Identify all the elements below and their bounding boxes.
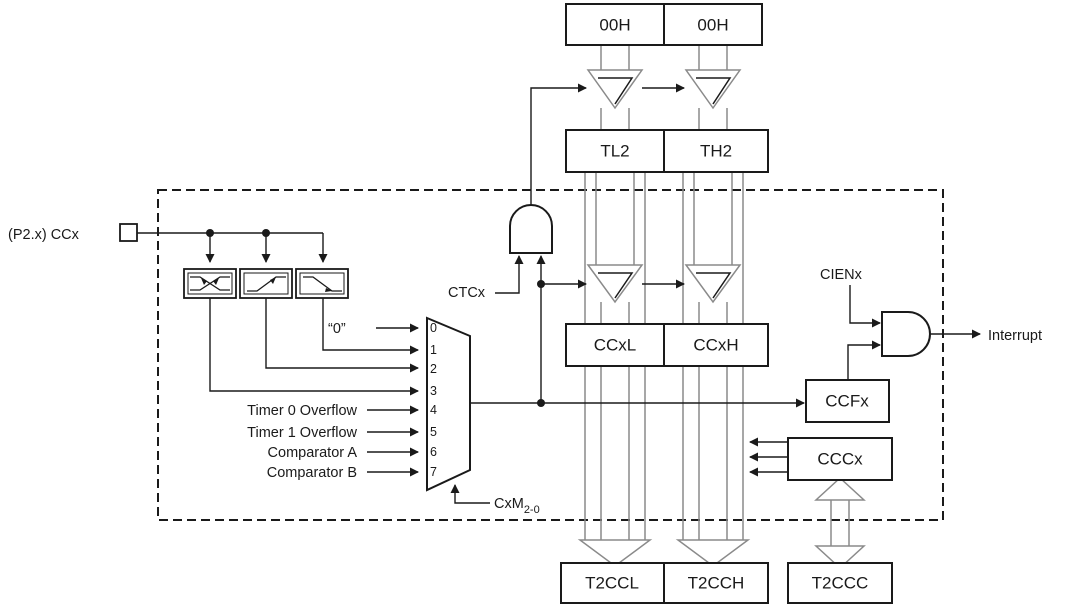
both-edge-icon [183, 268, 237, 299]
data-buses [584, 45, 850, 546]
register-th2-label: TH2 [700, 142, 732, 161]
mode-select-label: CxM2-0 [494, 496, 540, 516]
register-ccxl: CCxL [565, 323, 665, 367]
mode-select-base: CxM [494, 496, 524, 512]
mux-input-number: 2 [430, 362, 437, 376]
bus-arrowheads [577, 476, 866, 570]
cien-label: CIENx [820, 267, 863, 283]
ctc-label: CTCx [448, 285, 486, 301]
cccx-control-outputs [749, 437, 788, 477]
register-t2cch: T2CCH [663, 562, 769, 604]
register-t2ccc: T2CCC [787, 562, 893, 604]
cien-wire [849, 285, 881, 328]
register-tl2-label: TL2 [600, 142, 629, 161]
pin-label: (P2.x) CCx [8, 227, 80, 243]
register-t2ccl: T2CCL [560, 562, 665, 604]
multiplexer-icon [426, 316, 471, 492]
reload-buffers [586, 69, 742, 110]
mux-input-comparator-b-label: Comparator B [267, 465, 357, 481]
reload-enable-wires [530, 83, 685, 205]
detector-to-mux-wires [209, 298, 419, 477]
mux-input-number: 7 [430, 465, 437, 479]
and-gate-icon [509, 204, 553, 254]
register-t2ccl-label: T2CCL [585, 574, 639, 593]
mux-input-timer1-label: Timer 1 Overflow [247, 425, 357, 441]
mux-input-numbers: 0 1 2 3 4 5 6 7 [430, 321, 437, 479]
pin-fanout-wires [137, 229, 328, 263]
register-cccx-label: CCCx [817, 450, 863, 469]
register-ccxh-label: CCxH [693, 336, 738, 355]
pin-icon [119, 223, 138, 242]
ctc-wire [495, 255, 524, 294]
mux-input-number: 6 [430, 445, 437, 459]
mux-input-zero-label: “0” [328, 321, 346, 337]
register-ccfx: CCFx [805, 379, 890, 423]
register-ccxh: CCxH [663, 323, 769, 367]
mux-input-number: 4 [430, 403, 437, 417]
register-th2: TH2 [663, 129, 769, 173]
mode-select-sub: 2-0 [524, 504, 540, 516]
module-boundary [157, 189, 944, 521]
register-ccxl-label: CCxL [594, 336, 637, 355]
mux-input-comparator-a-label: Comparator A [268, 445, 358, 461]
rising-edge-icon [239, 268, 293, 299]
mux-input-timer0-label: Timer 0 Overflow [247, 403, 357, 419]
register-reload-low-label: 00H [599, 16, 630, 35]
mux-output-wires [470, 255, 805, 408]
and-gate-icon [881, 311, 931, 357]
register-reload-high: 00H [663, 3, 763, 46]
interrupt-label: Interrupt [988, 328, 1042, 344]
mux-input-number: 3 [430, 384, 437, 398]
register-reload-low: 00H [565, 3, 665, 46]
ccfx-to-gate-wire [847, 340, 881, 380]
register-t2ccc-label: T2CCC [812, 574, 869, 593]
register-t2cch-label: T2CCH [688, 574, 745, 593]
mux-input-number: 5 [430, 425, 437, 439]
mode-select-wire [450, 484, 490, 504]
register-cccx: CCCx [787, 437, 893, 481]
mux-input-number: 0 [430, 321, 437, 335]
register-reload-high-label: 00H [697, 16, 728, 35]
register-ccfx-label: CCFx [825, 392, 869, 411]
register-tl2: TL2 [565, 129, 665, 173]
falling-edge-icon [295, 268, 349, 299]
mux-input-number: 1 [430, 343, 437, 357]
capture-buffers [586, 264, 742, 304]
